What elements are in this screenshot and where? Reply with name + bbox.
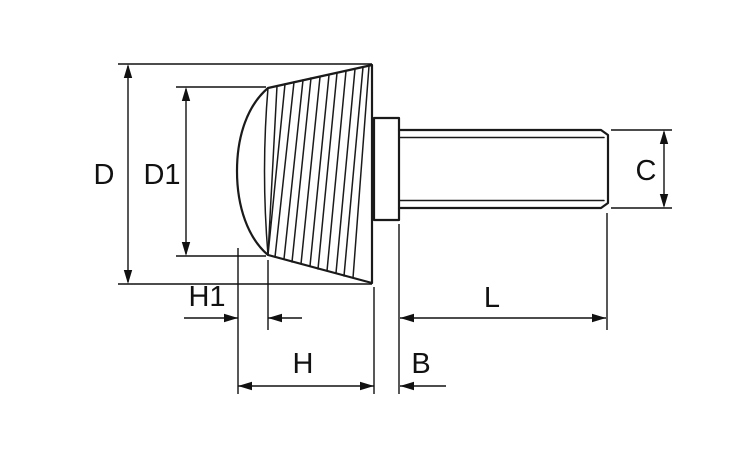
dimension-label-d1: D1 [143,159,180,191]
dimension-D1 [176,86,266,257]
dimension-C [611,129,672,209]
screw-head-outline [235,63,374,285]
shaft-outline [397,128,610,210]
dimension-label-b: B [411,348,430,380]
collar [372,116,401,222]
dimension-B [398,224,446,394]
screw-drawing [235,63,610,285]
dimension-label-h1: H1 [188,281,225,313]
dimension-label-d: D [94,159,115,191]
dimension-H [238,287,375,394]
dimension-H1 [184,248,302,394]
dimension-label-h: H [293,348,314,380]
dimension-L [400,213,608,330]
dome-base-line [263,87,269,256]
dimension-D [118,63,372,285]
dimension-label-c: C [636,155,657,187]
dimension-label-l: L [484,282,500,314]
knurl-lines [267,65,370,279]
